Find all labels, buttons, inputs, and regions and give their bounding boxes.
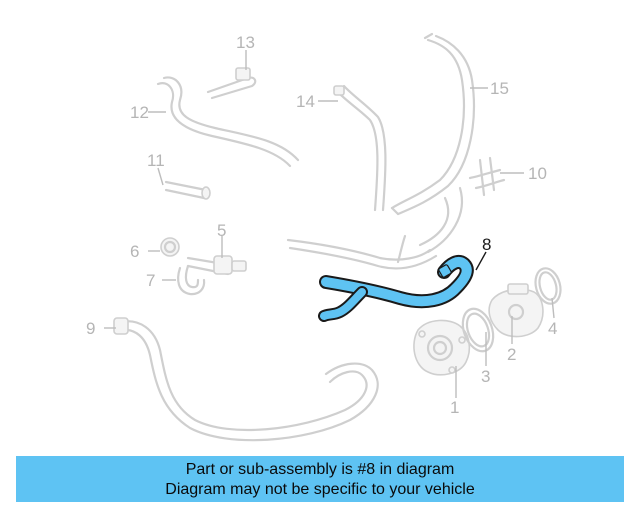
callout-leaders bbox=[104, 50, 555, 398]
part-14-tube bbox=[333, 84, 387, 212]
callout-12: 12 bbox=[130, 103, 149, 122]
info-banner: Part or sub-assembly is #8 in diagram Di… bbox=[16, 456, 624, 502]
callout-9: 9 bbox=[86, 319, 95, 338]
callout-4: 4 bbox=[548, 319, 557, 338]
callout-6: 6 bbox=[130, 242, 139, 261]
parts-diagram: 13 12 14 11 15 10 5 6 7 9 8 4 2 3 1 bbox=[86, 32, 562, 442]
banner-line-part-number: Part or sub-assembly is #8 in diagram bbox=[185, 461, 455, 478]
callout-10: 10 bbox=[528, 164, 547, 183]
part-11-fitting bbox=[164, 180, 211, 200]
callout-11: 11 bbox=[147, 151, 165, 170]
callout-13: 13 bbox=[236, 33, 255, 52]
part-1-water-pump bbox=[413, 319, 471, 376]
part-7-hose bbox=[177, 264, 206, 296]
callout-14: 14 bbox=[296, 92, 315, 111]
background-long-tube bbox=[286, 234, 438, 270]
callout-5: 5 bbox=[217, 221, 226, 240]
part-12-hose bbox=[156, 76, 300, 168]
callout-2: 2 bbox=[507, 345, 516, 364]
callout-3: 3 bbox=[481, 367, 490, 386]
callout-1: 1 bbox=[450, 398, 459, 417]
part-13-pipe bbox=[206, 67, 257, 100]
part-15-tube bbox=[390, 32, 475, 216]
part-10-branch bbox=[418, 156, 506, 254]
part-5-sensor bbox=[186, 255, 247, 276]
part-2-housing bbox=[488, 283, 544, 338]
part-6-clamp bbox=[160, 237, 180, 257]
callout-8: 8 bbox=[482, 235, 491, 254]
part-8-hose-highlighted[interactable] bbox=[318, 255, 474, 322]
callout-7: 7 bbox=[146, 271, 155, 290]
callout-15: 15 bbox=[490, 79, 509, 98]
banner-line-disclaimer: Diagram may not be specific to your vehi… bbox=[165, 481, 475, 498]
part-9-hose bbox=[113, 317, 379, 442]
